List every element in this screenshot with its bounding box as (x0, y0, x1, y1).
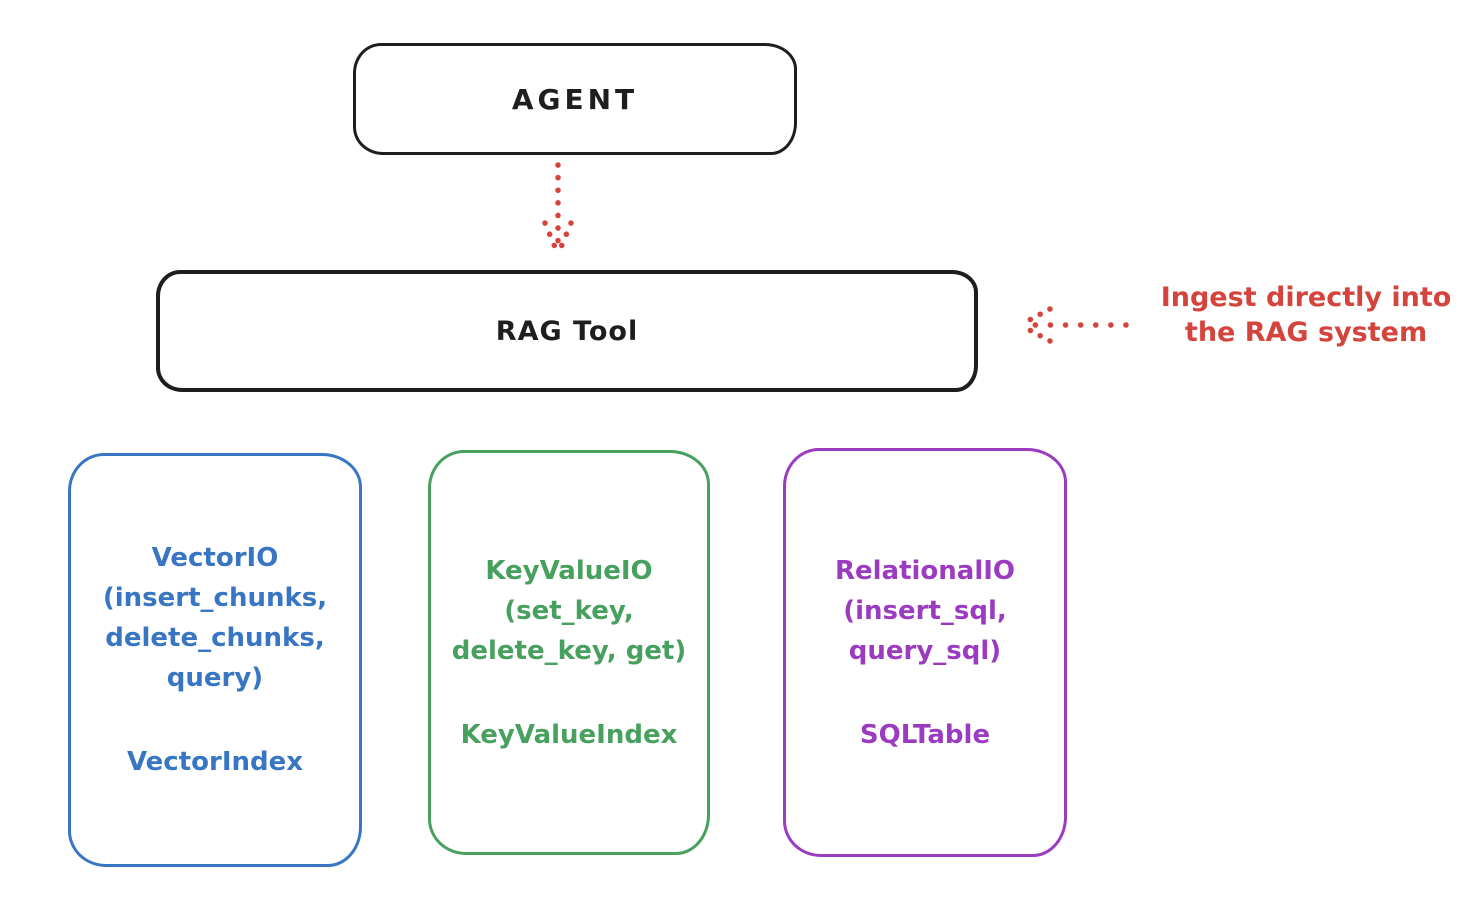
rag-tool-box-label: RAG Tool (495, 315, 639, 347)
rag-tool-box: RAG Tool (156, 270, 978, 392)
agent-box-label: AGENT (511, 82, 639, 116)
vector-io-box: VectorIO (insert_chunks, delete_chunks, … (68, 453, 362, 867)
ingest-annotation: Ingest directly into the RAG system (1160, 282, 1452, 348)
relational-io-box: RelationalIO (insert_sql, query_sql) SQL… (783, 448, 1067, 857)
relational-io-title: RelationalIO (834, 555, 1016, 586)
relational-io-methods: (insert_sql, query_sql) (843, 595, 1007, 666)
keyvalue-index-label: KeyValueIndex (460, 719, 678, 750)
keyvalue-io-box: KeyValueIO (set_key, delete_key, get) Ke… (428, 450, 710, 855)
vector-io-title: VectorIO (151, 543, 279, 573)
keyvalue-io-title: KeyValueIO (485, 555, 653, 586)
vector-io-methods: (insert_chunks, delete_chunks, query) (102, 583, 328, 693)
agent-box: AGENT (353, 43, 797, 155)
ingest-dotted-arrow-icon (1014, 302, 1132, 348)
keyvalue-io-methods: (set_key, delete_key, get) (451, 595, 687, 666)
agent-to-rag-dotted-arrow-icon (536, 161, 580, 259)
vector-index-label: VectorIndex (126, 747, 304, 777)
sqltable-label: SQLTable (859, 719, 991, 750)
